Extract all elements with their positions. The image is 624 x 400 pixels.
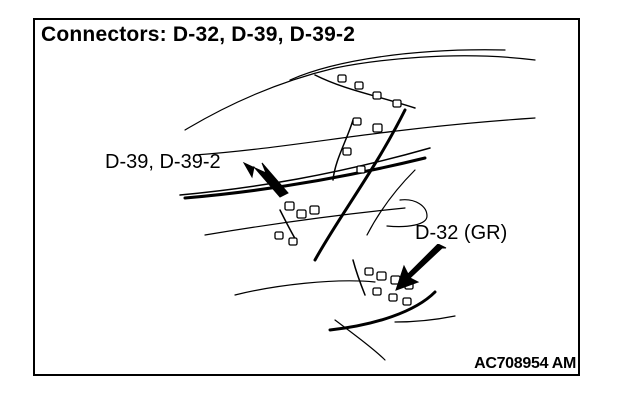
diagram-title: Connectors: D-32, D-39, D-39-2	[41, 23, 356, 46]
callout-label-d32: D-32 (GR)	[415, 222, 508, 244]
callout-arrow-d32	[395, 244, 447, 291]
vehicle-wiring-illustration	[179, 49, 536, 361]
diagram-frame: Connectors: D-32, D-39, D-39-2 D-39, D-3…	[33, 18, 580, 376]
callout-arrow-d39	[242, 161, 289, 198]
callout-label-d39: D-39, D-39-2	[105, 151, 221, 173]
figure-code: AC708954 AM	[474, 355, 576, 372]
